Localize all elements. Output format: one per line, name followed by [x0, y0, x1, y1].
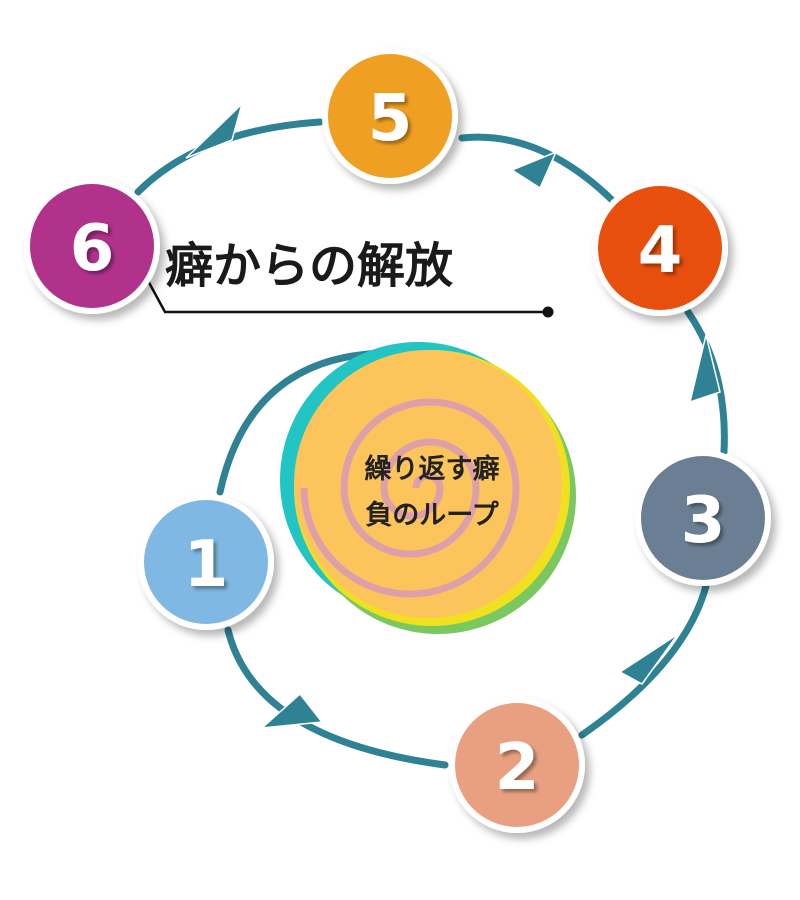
- center-text-line2: 負のループ: [365, 500, 499, 531]
- step-number-5: 5: [368, 82, 413, 156]
- step-circle-5: [322, 48, 458, 184]
- arrow-1-to-2: [224, 626, 449, 769]
- step-4-fill: [598, 186, 722, 310]
- step-3-fill: [641, 456, 765, 580]
- arrowhead-4-to-5: [510, 150, 558, 190]
- step-circle-1: [138, 494, 274, 630]
- step-number-2: 2: [495, 731, 540, 805]
- arrow-4-to-5: [458, 133, 616, 204]
- arrow-heads: [185, 101, 721, 729]
- arrowhead-5-to-6: [185, 101, 244, 159]
- step-number-6: 6: [70, 212, 115, 286]
- step-2-fill: [455, 703, 579, 827]
- arrowhead-1-to-2: [259, 692, 324, 729]
- step-5-fill: [328, 54, 452, 178]
- step-number-4: 4: [638, 214, 683, 288]
- step-circle-2: [449, 697, 585, 833]
- step-6-fill: [30, 184, 154, 308]
- arrow-center-to-1: [216, 349, 392, 496]
- step-number-1: 1: [184, 528, 229, 602]
- arrowhead-2-to-3: [618, 633, 679, 685]
- step-circle-6: [24, 178, 160, 314]
- step-circle-3: [635, 450, 771, 586]
- arrow-2-to-3: [578, 574, 712, 739]
- step-circle-4: [592, 180, 728, 316]
- swirl-spiral: [300, 398, 520, 598]
- arrowhead-3-to-4: [688, 334, 721, 404]
- center-text-line1: 繰り返す癖: [365, 453, 500, 485]
- leader-dot-end: [542, 306, 554, 318]
- center-swirl: 繰り返す癖 負のループ: [280, 342, 576, 634]
- step-1-fill: [144, 500, 268, 624]
- diagram-title: 癖からの解放: [165, 238, 453, 294]
- arrow-3-to-4: [684, 308, 728, 456]
- step-number-3: 3: [681, 484, 726, 558]
